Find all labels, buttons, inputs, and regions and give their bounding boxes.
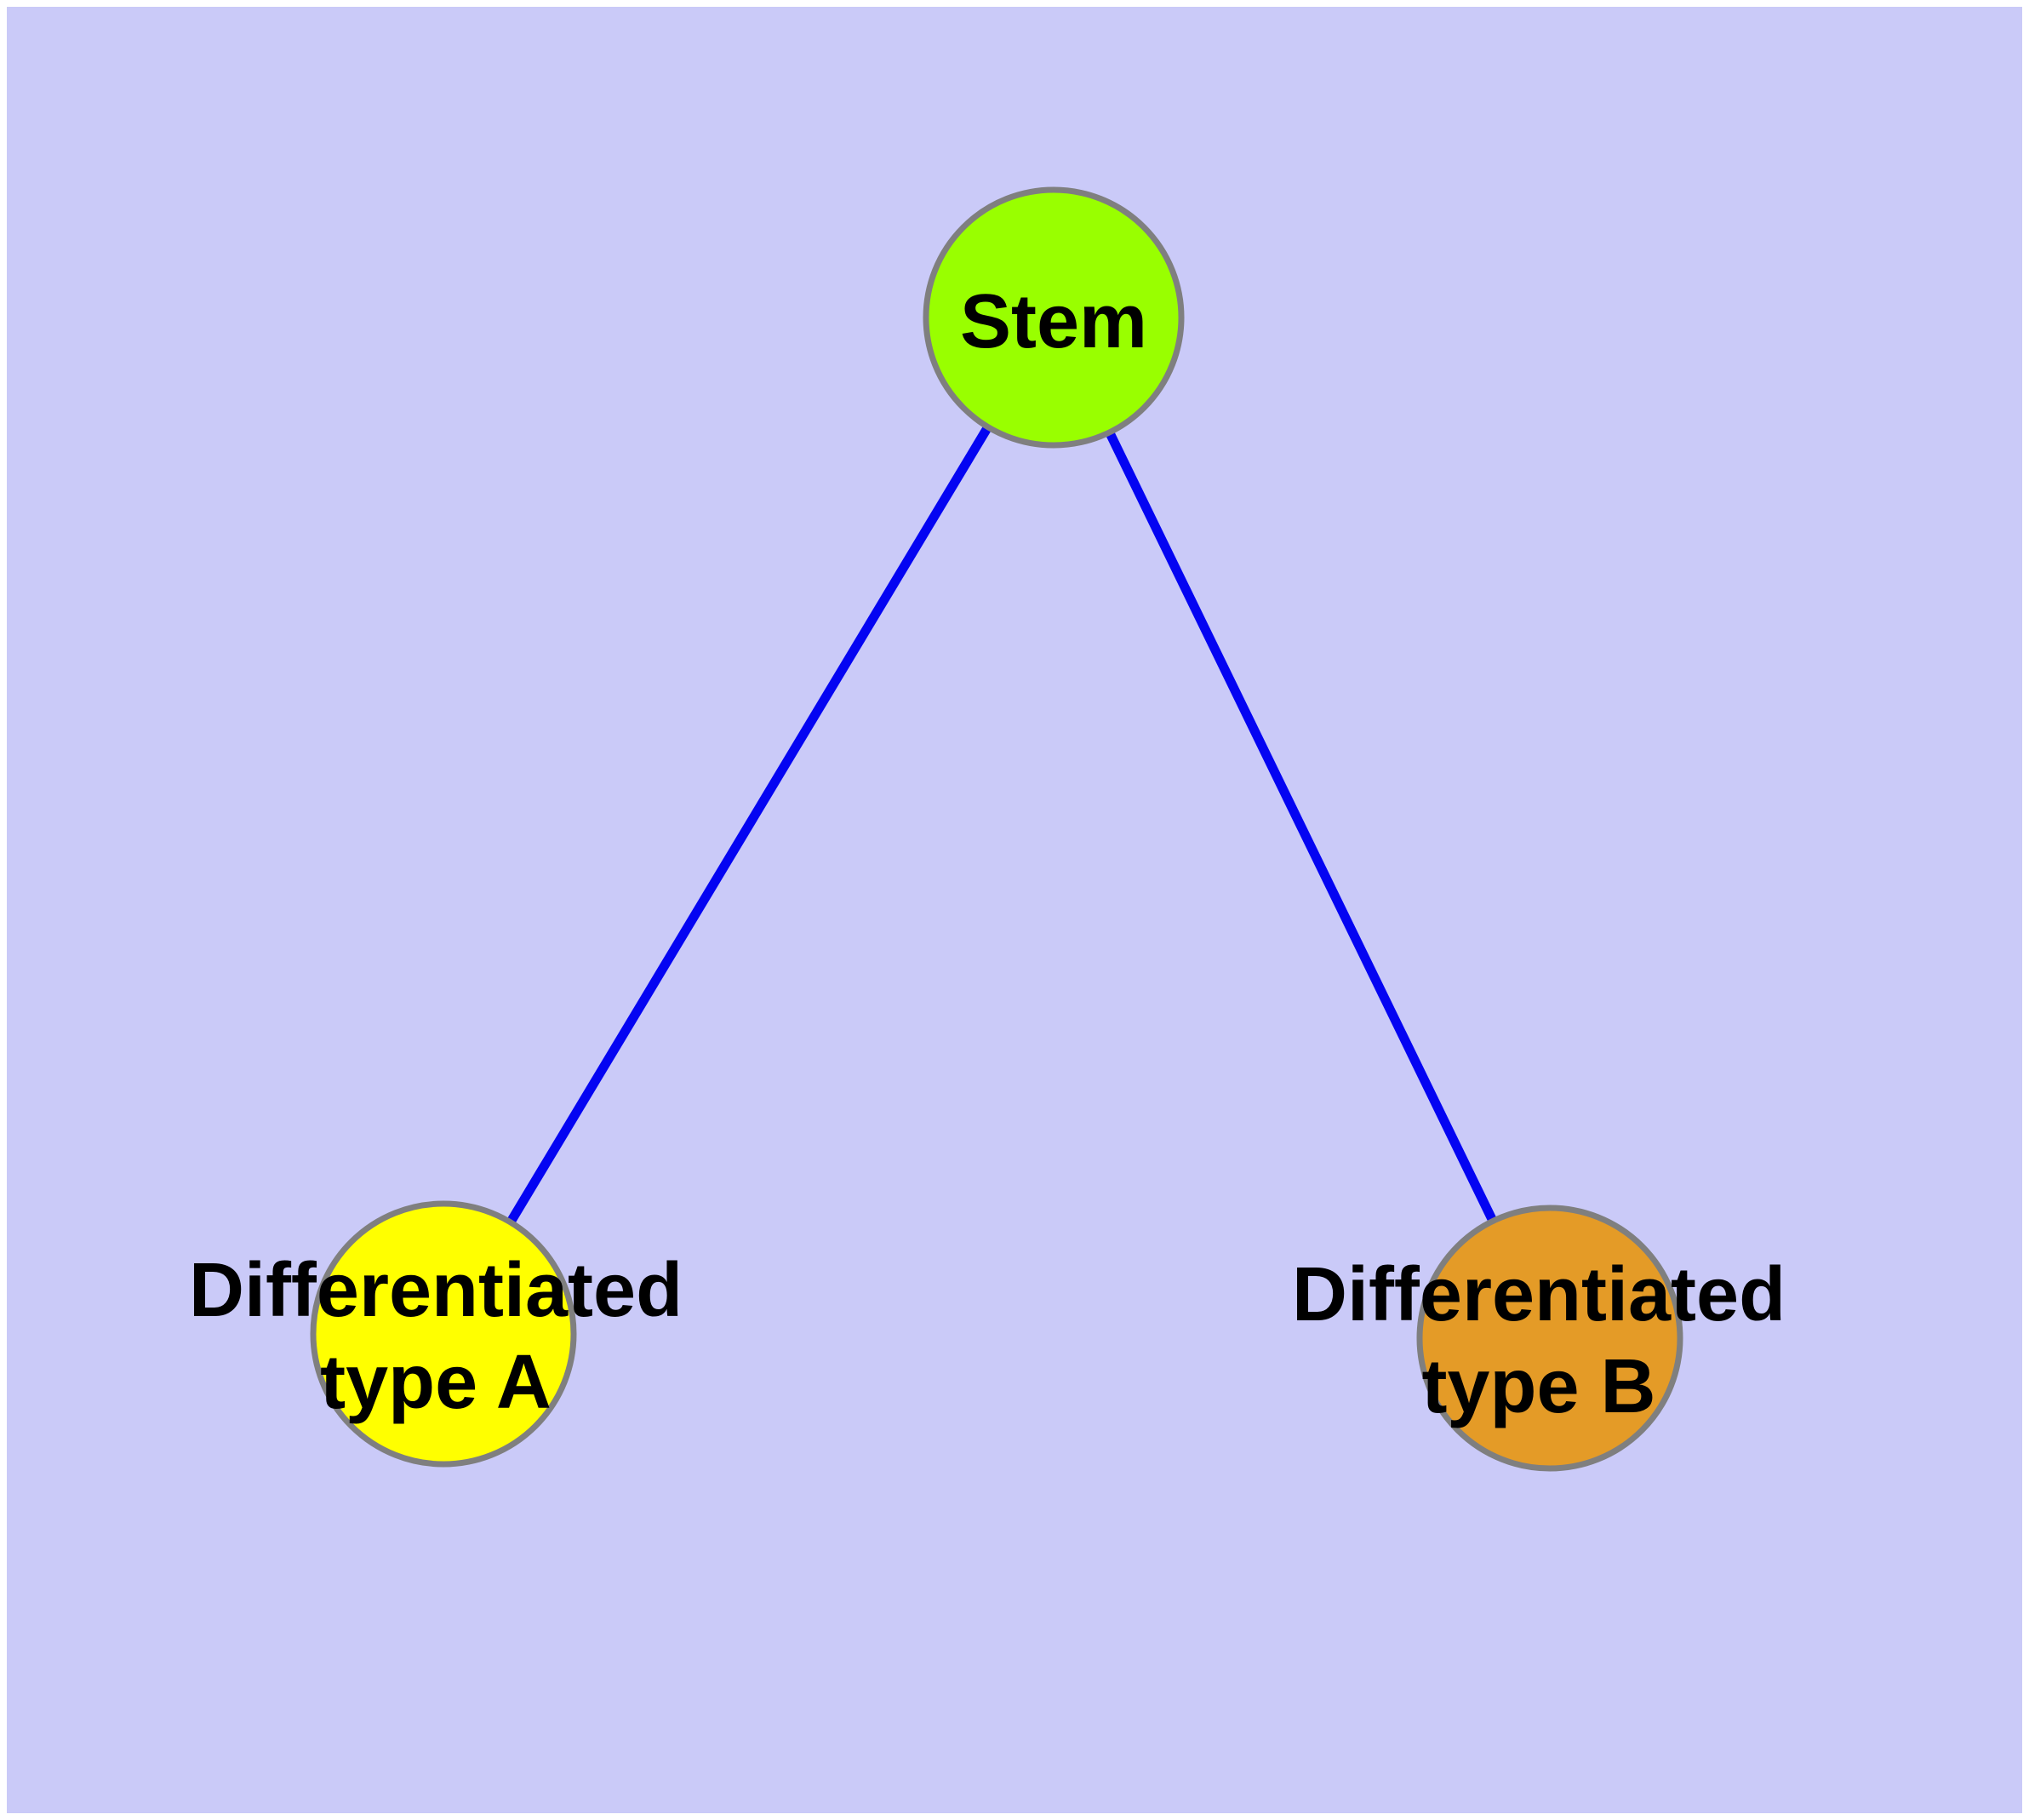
node-stem-circle <box>923 186 1185 449</box>
node-type-a-label: Differentiated type A <box>189 1245 683 1428</box>
edge-stem-to-type-b <box>1049 315 1554 1341</box>
node-type-b-label-line2: type B <box>1421 1344 1656 1429</box>
node-type-a-circle <box>310 1200 577 1468</box>
node-type-a-label-line1: Differentiated <box>188 1248 683 1333</box>
node-type-b-label: Differentiated type B <box>1292 1249 1786 1433</box>
edge-stem-to-type-a <box>439 315 1058 1336</box>
node-type-b-circle <box>1416 1205 1683 1472</box>
node-stem-label-text: Stem <box>959 279 1148 364</box>
node-stem-label: Stem <box>960 276 1147 368</box>
node-type-a-label-line2: type A <box>320 1340 552 1425</box>
node-type-b-label-line1: Differentiated <box>1291 1252 1786 1337</box>
